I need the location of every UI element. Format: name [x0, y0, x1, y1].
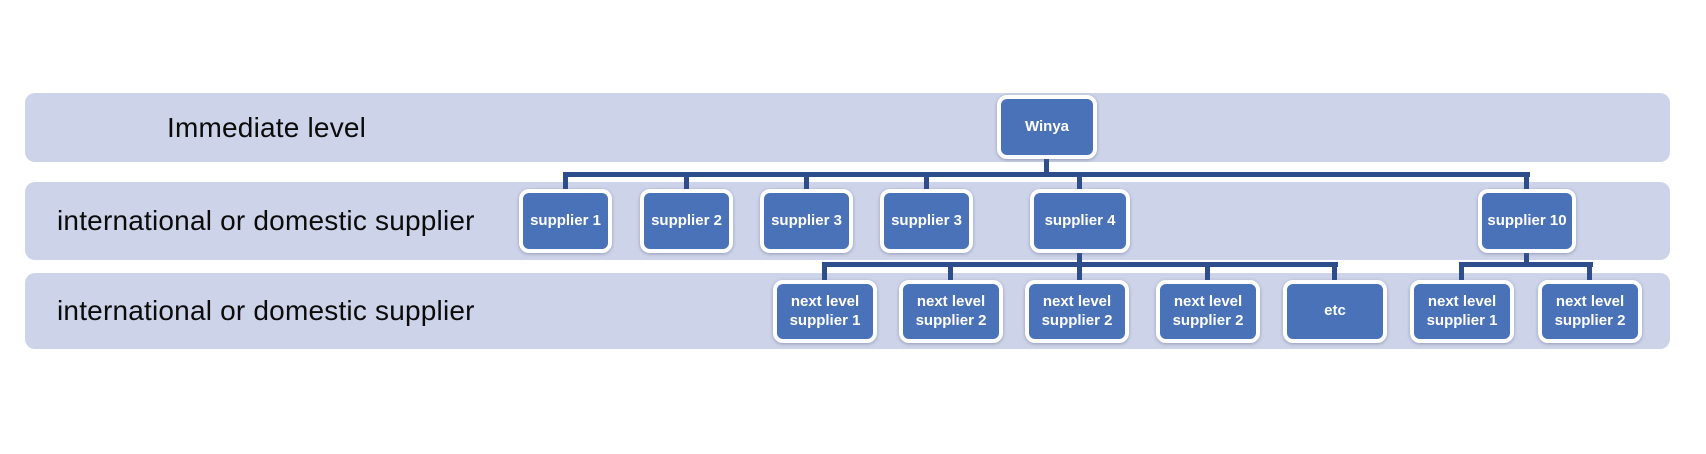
- node-next-level-supplier-2d: next level supplier 2: [1538, 280, 1642, 343]
- connector-drop-next-6: [1587, 266, 1592, 281]
- node-next-level-supplier-1a: next level supplier 1: [773, 280, 877, 343]
- node-supplier-4: supplier 4: [1030, 189, 1130, 253]
- connector-drop-supplier-4: [1077, 176, 1082, 190]
- node-next-level-supplier-2c: next level supplier 2: [1156, 280, 1260, 343]
- node-next-level-supplier-2b: next level supplier 2: [1025, 280, 1129, 343]
- connector-drop-next-5: [1459, 266, 1464, 281]
- connector-drop-next-2: [948, 266, 953, 281]
- level-label-supplier-tier-1: international or domestic supplier: [57, 205, 475, 236]
- connector-supplier10-horizontal: [1459, 262, 1593, 267]
- connector-drop-etc: [1332, 266, 1337, 281]
- level-label-immediate: Immediate level: [167, 111, 367, 143]
- connector-drop-next-1: [822, 266, 827, 281]
- connector-drop-supplier-1: [563, 176, 568, 190]
- connector-drop-supplier-3b: [924, 176, 929, 190]
- node-supplier-2: supplier 2: [640, 189, 733, 253]
- node-supplier-10: supplier 10: [1478, 189, 1576, 253]
- connector-winya-stub: [1044, 156, 1049, 174]
- node-next-level-supplier-2a: next level supplier 2: [899, 280, 1003, 343]
- node-supplier-1: supplier 1: [519, 189, 612, 253]
- node-winya: Winya: [997, 95, 1097, 159]
- connector-supplier4-horizontal: [822, 262, 1338, 267]
- connector-drop-supplier-3a: [804, 176, 809, 190]
- node-supplier-3a: supplier 3: [760, 189, 853, 253]
- connector-drop-supplier-10: [1524, 176, 1529, 190]
- connector-supplier10-stub: [1524, 253, 1529, 267]
- node-supplier-3b: supplier 3: [880, 189, 973, 253]
- level-label-supplier-tier-2: international or domestic supplier: [57, 295, 475, 326]
- connector-drop-supplier-2: [684, 176, 689, 190]
- connector-supplier4-stub: [1077, 253, 1082, 281]
- connector-level1-horizontal: [563, 172, 1530, 177]
- node-next-level-supplier-1b: next level supplier 1: [1410, 280, 1514, 343]
- level-band-immediate: [25, 93, 1670, 162]
- node-etc: etc: [1283, 280, 1387, 343]
- connector-drop-next-4: [1205, 266, 1210, 281]
